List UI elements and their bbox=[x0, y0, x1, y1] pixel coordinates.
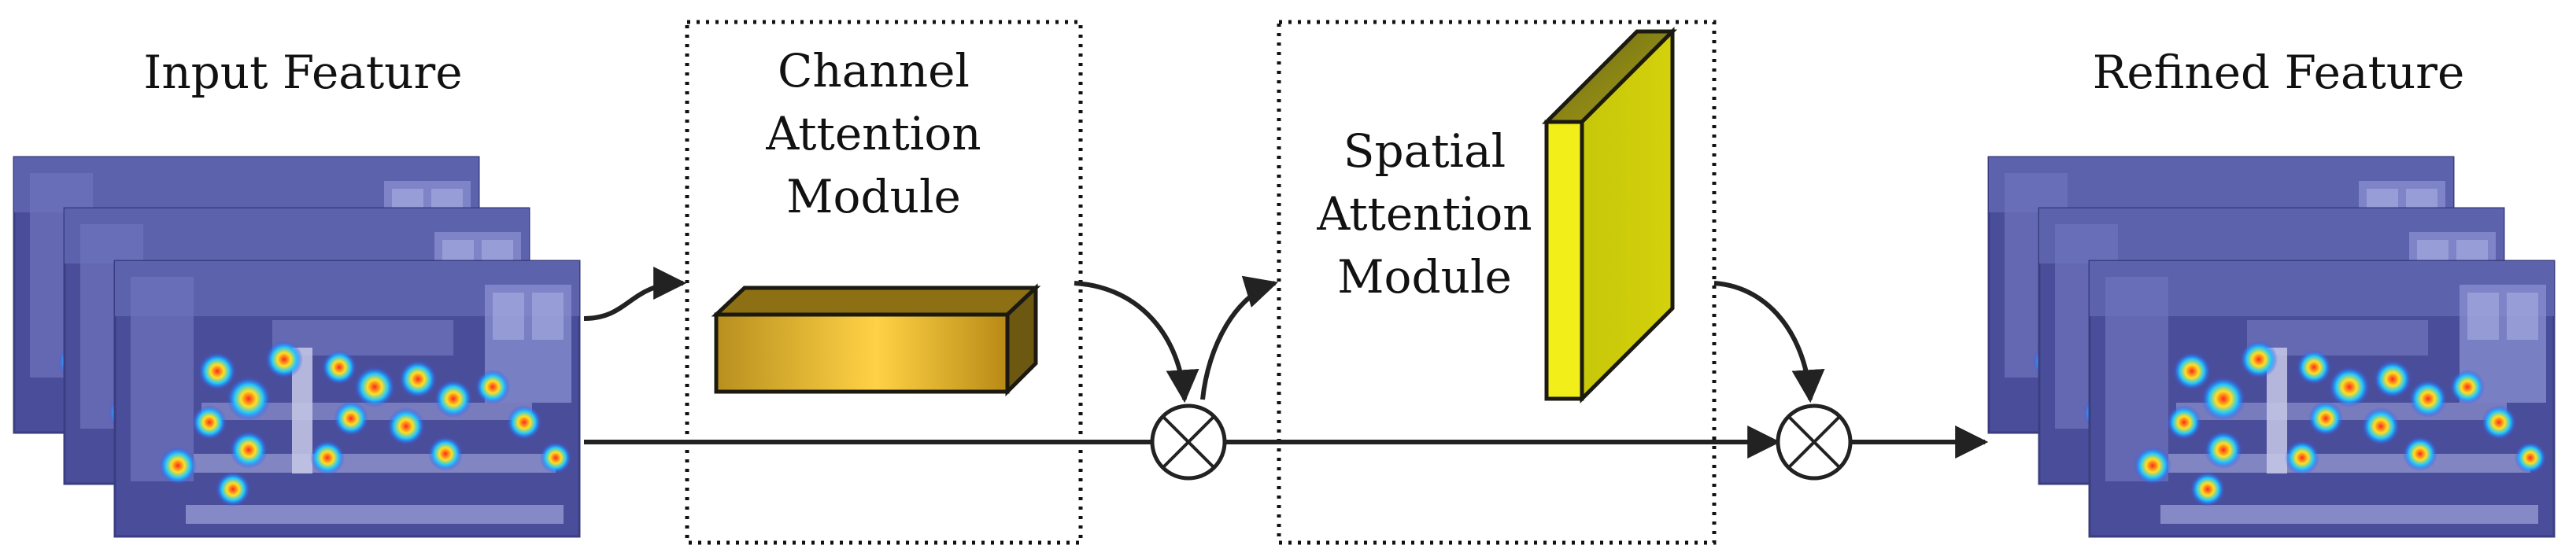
refined-feature-stack bbox=[1987, 156, 2556, 538]
spatial-attention-block bbox=[1541, 26, 1678, 404]
arrow-channel-to-multiply bbox=[1074, 281, 1199, 403]
spatial-label-line2: Attention bbox=[1316, 187, 1532, 241]
arrow-input-to-channel bbox=[583, 267, 687, 321]
refined-feature-label: Refined Feature bbox=[2093, 46, 2465, 99]
input-feature-stack bbox=[13, 156, 581, 538]
multiply-operator-1 bbox=[1150, 403, 1227, 481]
channel-attention-block bbox=[711, 283, 1041, 397]
channel-label-line1: Channel bbox=[778, 44, 970, 98]
arrow-multiply-to-spatial bbox=[1200, 275, 1279, 400]
connections bbox=[583, 267, 1989, 459]
input-feature-map-front bbox=[113, 260, 581, 538]
spatial-label-line1: Spatial bbox=[1343, 124, 1506, 178]
input-feature-label: Input Feature bbox=[143, 46, 462, 99]
channel-label-line2: Attention bbox=[765, 107, 981, 160]
refined-feature-map-front bbox=[2088, 260, 2556, 538]
channel-attention-module-box bbox=[685, 20, 1083, 545]
multiply-operator-2 bbox=[1776, 403, 1853, 481]
arrow-spatial-to-multiply bbox=[1713, 281, 1825, 403]
channel-label-line3: Module bbox=[786, 170, 961, 223]
spatial-attention-module-box bbox=[1277, 20, 1717, 545]
spatial-label-line3: Module bbox=[1337, 250, 1512, 304]
